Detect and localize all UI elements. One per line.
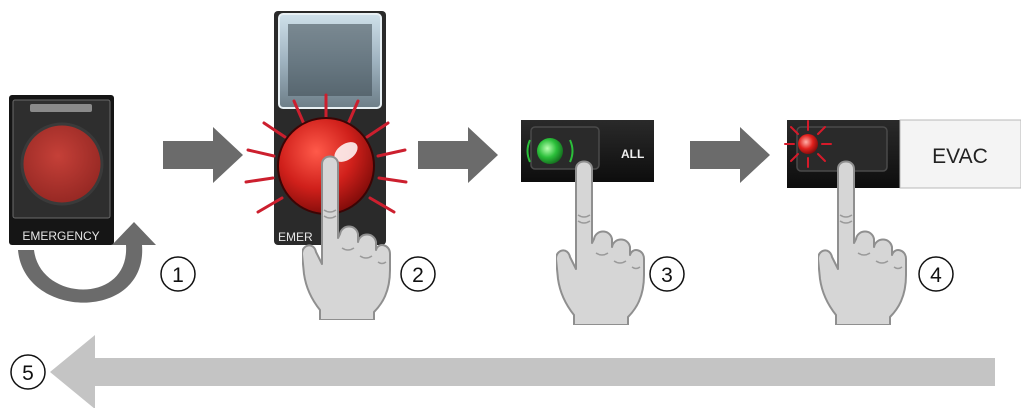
pressing-finger-icon-3 xyxy=(556,162,644,326)
emergency-label: EMERGENCY xyxy=(22,229,99,243)
glass-cover-inner xyxy=(288,24,372,96)
red-led-icon xyxy=(798,134,818,154)
red-emergency-button xyxy=(22,124,102,204)
flow-arrow-1-2 xyxy=(163,127,243,183)
emergency-label-partial: EMER xyxy=(278,230,313,244)
all-label: ALL xyxy=(621,147,644,161)
step-number-2: 2 xyxy=(412,264,424,287)
step-1-emergency-button: EMERGENCY 1 xyxy=(9,95,195,303)
return-arrow xyxy=(50,335,995,408)
cover-hinge xyxy=(30,104,92,112)
step-number-5: 5 xyxy=(22,362,34,385)
step-5-return: 5 xyxy=(11,335,995,408)
flow-arrow-2-3 xyxy=(418,127,498,183)
green-led-icon xyxy=(537,138,563,164)
flow-arrow-3-4 xyxy=(690,127,770,183)
step-4-evac-button: EVAC 4 xyxy=(785,120,1021,325)
step-number-3: 3 xyxy=(661,264,673,287)
evac-label: EVAC xyxy=(932,145,988,168)
step-3-all-button: ALL 3 xyxy=(521,120,684,325)
step-2-press-emergency: EMER 2 xyxy=(246,11,435,320)
step-number-4: 4 xyxy=(930,264,942,287)
step-number-1: 1 xyxy=(172,264,184,287)
